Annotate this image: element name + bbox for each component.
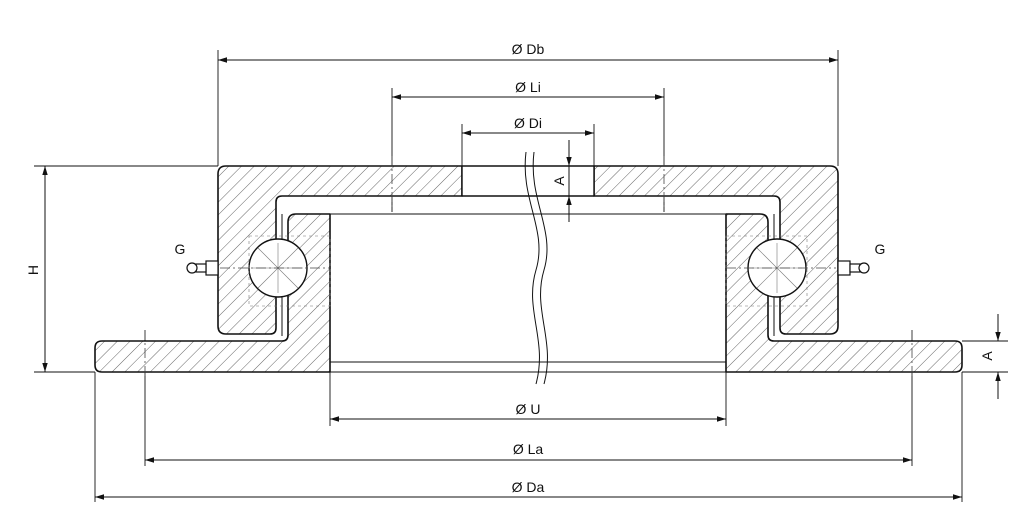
extension-lines: [34, 50, 1008, 502]
outer-shell-right: [593, 165, 839, 335]
dim-a-top-label: A: [551, 176, 567, 186]
flange-ring-left: [94, 213, 331, 373]
part-section: [94, 156, 963, 376]
dim-db-label: Ø Db: [512, 41, 545, 57]
grease-label-right: G: [875, 241, 886, 257]
grease-nipple-left: [186, 260, 219, 276]
grease-nipple-right: [837, 260, 870, 276]
dim-la-label: Ø La: [513, 441, 544, 457]
dimension-lines: [42, 57, 1001, 500]
break-line: [524, 151, 548, 385]
dim-u-label: Ø U: [516, 401, 541, 417]
dim-da-label: Ø Da: [512, 479, 545, 495]
dim-li-label: Ø Li: [515, 79, 541, 95]
flange-ring-right: [725, 213, 963, 373]
ball-rays: [248, 235, 808, 307]
dim-di-label: Ø Di: [514, 115, 542, 131]
grease-label-left: G: [175, 241, 186, 257]
dim-h-label: H: [25, 265, 41, 275]
dim-a-flange-label: A: [979, 351, 995, 361]
